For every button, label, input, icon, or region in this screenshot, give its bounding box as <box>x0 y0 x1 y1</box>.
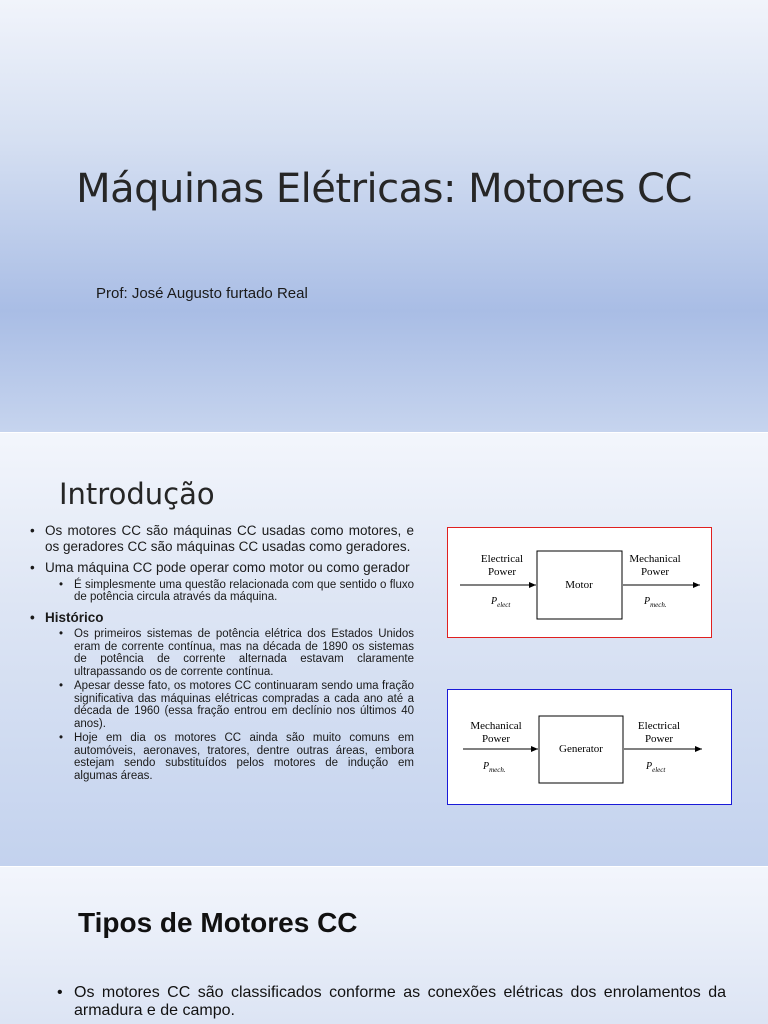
diagram-label: Power <box>645 733 673 745</box>
sub-bullet-item: Os primeiros sistemas de potência elétri… <box>59 628 414 678</box>
power-symbol: P <box>643 596 650 607</box>
sub-bullet-item: É simplesmente uma questão relacionada c… <box>59 579 414 604</box>
bullet-item: Uma máquina CC pode operar como motor ou… <box>30 560 414 576</box>
diagram-label: Power <box>641 566 669 578</box>
sub-bullet-item: Hoje em dia os motores CC ainda são muit… <box>59 732 414 782</box>
sub-bullet-item: Apesar desse fato, os motores CC continu… <box>59 680 414 730</box>
title-slide: Máquinas Elétricas: Motores CC Prof: Jos… <box>0 0 768 432</box>
diagram-label: Mechanical <box>470 720 521 732</box>
slide-title: Introdução <box>59 477 215 511</box>
generator-box <box>538 715 624 784</box>
motor-diagram: Electrical Power Motor Mechanical Power … <box>447 527 712 638</box>
power-symbol: P <box>645 761 652 772</box>
power-subscript: elect <box>652 766 666 774</box>
diagram-label: Electrical <box>481 553 523 565</box>
motor-box <box>536 550 623 620</box>
svg-text:Pmech.: Pmech. <box>643 596 667 609</box>
svg-text:Pmech.: Pmech. <box>482 761 506 774</box>
power-subscript: mech. <box>489 766 506 774</box>
diagram-label: Power <box>488 566 516 578</box>
types-slide: Tipos de Motores CC Os motores CC são cl… <box>0 867 768 1024</box>
power-symbol: P <box>490 596 497 607</box>
power-subscript: elect <box>497 601 511 609</box>
intro-slide: Introdução Os motores CC são máquinas CC… <box>0 433 768 866</box>
svg-text:Pelect: Pelect <box>490 596 511 609</box>
diagram-label: Generator <box>559 743 603 755</box>
power-subscript: mech. <box>650 601 667 609</box>
diagram-label: Motor <box>565 579 593 591</box>
slide-title: Máquinas Elétricas: Motores CC <box>76 166 692 212</box>
slide-title: Tipos de Motores CC <box>78 907 358 938</box>
bullet-list: Os motores CC são máquinas CC usadas com… <box>30 523 414 784</box>
bullet-item: Os motores CC são classificados conforme… <box>57 984 726 1020</box>
diagram-label: Mechanical <box>629 553 680 565</box>
generator-diagram: Mechanical Power Generator Electrical Po… <box>447 689 732 805</box>
slide-subtitle: Prof: José Augusto furtado Real <box>96 285 308 302</box>
bullet-item: Os motores CC são máquinas CC usadas com… <box>30 523 414 554</box>
diagram-label: Power <box>482 733 510 745</box>
svg-text:Pelect: Pelect <box>645 761 666 774</box>
diagram-label: Electrical <box>638 720 680 732</box>
power-symbol: P <box>482 761 489 772</box>
bullet-item-historico: Histórico <box>30 610 414 626</box>
